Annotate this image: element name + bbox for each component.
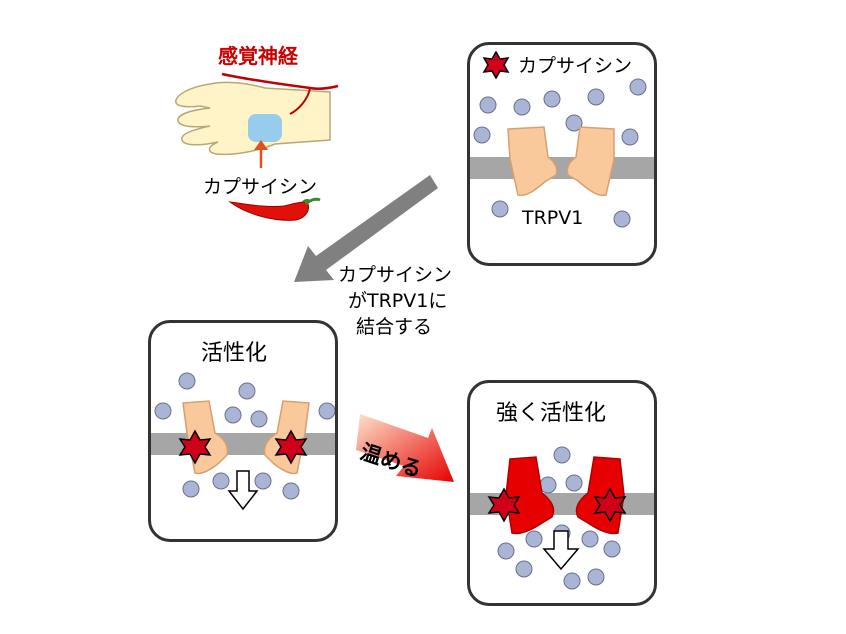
strongly-activated-panel: 強く活性化 [467,380,657,606]
binding-text-line1: カプサイシン [338,264,453,286]
small-red-arrow-icon [254,140,268,168]
activated-panel: 活性化 [148,320,338,542]
resting-panel-art [470,78,654,228]
capsaicin-label-hand: カプサイシン [203,176,318,198]
hand-illustration [175,72,339,156]
resting-panel: カプサイシン TRPV1 [467,42,657,266]
warm-arrow-icon [356,414,454,482]
legend-capsaicin-label: カプサイシン [518,55,633,77]
binding-arrow-icon [294,175,438,282]
strongly-activated-panel-art [470,446,654,590]
strongly-activated-label: 強く活性化 [496,401,607,426]
sensory-nerve-label: 感覚神経 [218,44,298,68]
activated-panel-art [151,372,335,511]
legend-star-icon [482,51,510,79]
trpv1-label: TRPV1 [522,207,584,229]
chili-pepper-icon [228,197,321,221]
binding-text-line3: 結合する [356,316,433,338]
activated-label: 活性化 [201,341,268,366]
binding-text-line2: がTRPV1に [348,290,448,312]
